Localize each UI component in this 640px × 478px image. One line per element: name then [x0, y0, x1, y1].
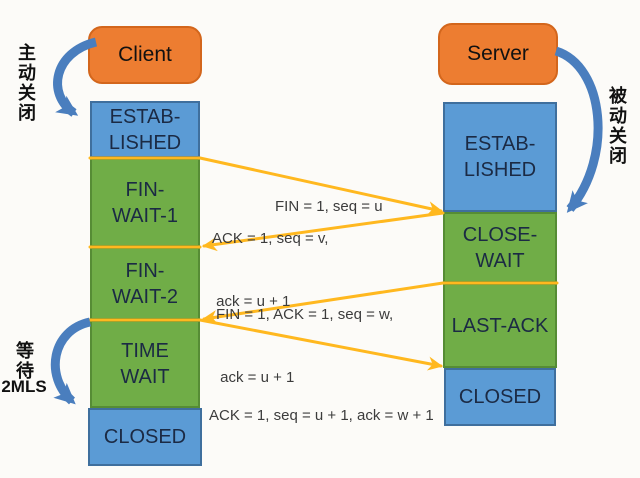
state-label: TIME [121, 340, 169, 362]
state-label: LAST-ACK [451, 314, 549, 337]
client-actor-box: Client [88, 26, 202, 84]
state-label: WAIT [120, 366, 170, 388]
state-label: CLOSED [458, 386, 542, 408]
client-title: Client [118, 43, 172, 66]
state-label: CLOSED [103, 426, 187, 448]
wait-duration-annotation: 2MLS [1, 377, 47, 396]
message-line: ack = u + 1 [216, 369, 295, 386]
wait-annotation: 等待 [14, 341, 34, 381]
message-line: FIN = 1, ACK = 1, seq = w, [216, 306, 394, 323]
passive-close-arrow [554, 46, 603, 213]
state-label: CLOSE- [462, 223, 538, 246]
state-label: FIN- [125, 259, 165, 282]
state-server-close-wait: CLOSE- WAIT [443, 212, 557, 283]
state-client-closed: CLOSED [88, 408, 202, 466]
message-line: ACK = 1, seq = u + 1, ack = w + 1 [209, 407, 434, 424]
state-label: FIN- [125, 178, 165, 201]
message-line: ACK = 1, seq = v, [212, 230, 329, 247]
state-label: LISHED [463, 159, 537, 181]
state-client-established: ESTAB- LISHED [90, 101, 200, 158]
state-server-established: ESTAB- LISHED [443, 102, 557, 212]
server-actor-box: Server [438, 23, 558, 85]
state-server-closed: CLOSED [444, 368, 556, 426]
state-client-fin-wait-1: FIN- WAIT-1 [90, 158, 200, 247]
message-last-ack-label: ACK = 1, seq = u + 1, ack = w + 1 [209, 363, 434, 468]
server-title: Server [467, 42, 529, 65]
active-close-annotation: 主动关闭 [16, 43, 36, 123]
state-label: WAIT-2 [112, 285, 178, 308]
state-label: LISHED [108, 131, 182, 154]
state-server-last-ack: LAST-ACK [443, 283, 557, 368]
state-client-time-wait: TIME WAIT [90, 320, 200, 408]
state-label: WAIT-1 [112, 204, 178, 227]
state-client-fin-wait-2: FIN- WAIT-2 [90, 247, 200, 320]
state-label: ESTAB- [464, 133, 536, 155]
wait-2mls-arrow [50, 317, 92, 405]
passive-close-annotation: 被动关闭 [607, 86, 627, 166]
state-label: WAIT [475, 249, 525, 272]
state-label: ESTAB- [109, 105, 181, 128]
